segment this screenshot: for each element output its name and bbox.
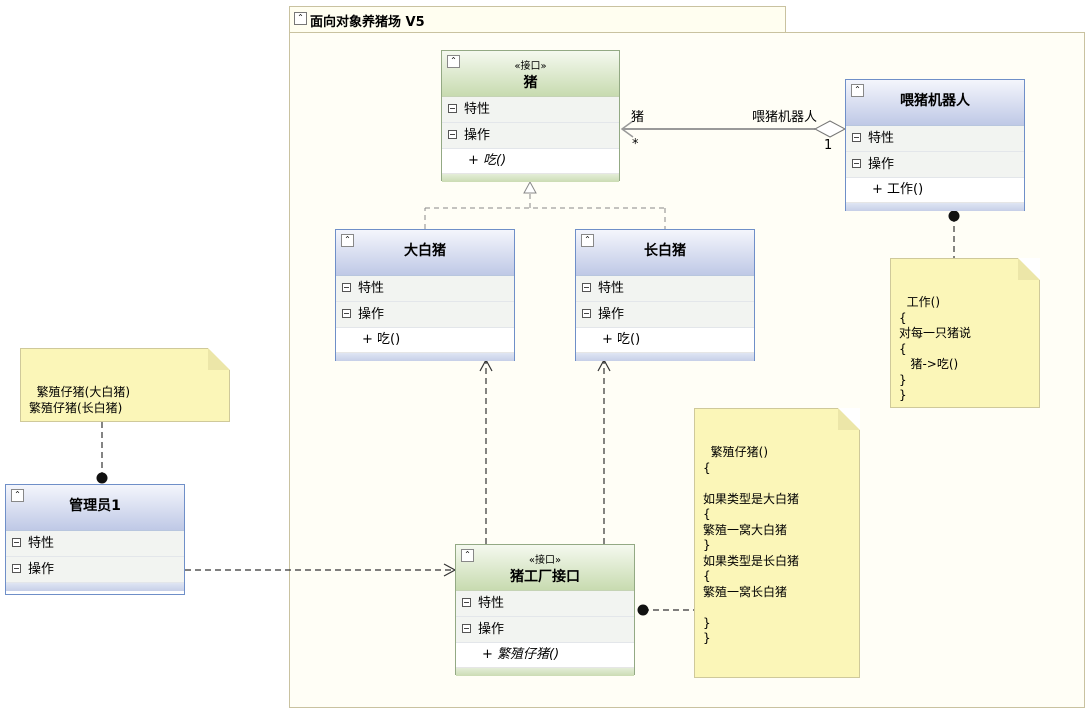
operation[interactable]: + 吃() (336, 328, 514, 353)
operations-section[interactable]: 操作 (576, 302, 754, 328)
operation[interactable]: + 繁殖仔猪() (456, 643, 634, 668)
collapse-toggle-icon[interactable] (342, 309, 351, 318)
class-big-white-pig[interactable]: ⌃ 大白猪 特性 操作 + 吃() (335, 229, 515, 361)
collapse-icon[interactable]: ⌃ (447, 55, 460, 68)
association-target-multiplicity: * (632, 137, 639, 152)
collapse-toggle-icon[interactable] (582, 283, 591, 292)
note-anchor (96, 472, 108, 484)
collapse-toggle-icon[interactable] (12, 538, 21, 547)
operations-section[interactable]: 操作 (846, 152, 1024, 178)
class-long-white-pig[interactable]: ⌃ 长白猪 特性 操作 + 吃() (575, 229, 755, 361)
attributes-section[interactable]: 特性 (576, 276, 754, 302)
collapse-toggle-icon[interactable] (448, 104, 457, 113)
operations-section[interactable]: 操作 (442, 123, 619, 149)
operations-section[interactable]: 操作 (6, 557, 184, 583)
class-name: 猪 (523, 75, 538, 91)
class-header: ⌃ «接口» 猪工厂接口 (456, 545, 634, 591)
class-header: ⌃ «接口» 猪 (442, 51, 619, 97)
class-name: 猪工厂接口 (510, 569, 580, 585)
class-name: 大白猪 (404, 243, 446, 259)
attributes-section[interactable]: 特性 (442, 97, 619, 123)
class-header: ⌃ 喂猪机器人 (846, 80, 1024, 126)
operations-section[interactable]: 操作 (456, 617, 634, 643)
operations-section[interactable]: 操作 (336, 302, 514, 328)
class-pig[interactable]: ⌃ «接口» 猪 特性 操作 + 吃() (441, 50, 620, 182)
class-name: 管理员1 (69, 498, 121, 514)
collapse-icon[interactable]: ⌃ (294, 12, 307, 25)
class-name: 长白猪 (644, 243, 686, 259)
note-robot-work[interactable]: 工作() { 对每一只猪说 { 猪->吃() } } (890, 258, 1040, 408)
stereotype: «接口» (514, 61, 547, 72)
collapse-toggle-icon[interactable] (852, 159, 861, 168)
association-target-role: 猪 (631, 110, 645, 125)
operation[interactable]: + 吃() (442, 149, 619, 174)
stereotype: «接口» (528, 555, 562, 566)
operation[interactable]: + 工作() (846, 178, 1024, 203)
attributes-section[interactable]: 特性 (336, 276, 514, 302)
class-pig-factory[interactable]: ⌃ «接口» 猪工厂接口 特性 操作 + 繁殖仔猪() (455, 544, 635, 676)
collapse-toggle-icon[interactable] (342, 283, 351, 292)
collapse-toggle-icon[interactable] (582, 309, 591, 318)
collapse-icon[interactable]: ⌃ (461, 549, 474, 562)
collapse-toggle-icon[interactable] (462, 598, 471, 607)
package-title: 面向对象养猪场 V5 (310, 15, 425, 30)
collapse-icon[interactable]: ⌃ (11, 489, 24, 502)
attributes-section[interactable]: 特性 (846, 126, 1024, 152)
collapse-icon[interactable]: ⌃ (581, 234, 594, 247)
attributes-section[interactable]: 特性 (456, 591, 634, 617)
class-header: ⌃ 大白猪 (336, 230, 514, 276)
note-manager[interactable]: 繁殖仔猪(大白猪) 繁殖仔猪(长白猪) (20, 348, 230, 422)
class-manager[interactable]: ⌃ 管理员1 特性 操作 (5, 484, 185, 595)
collapse-toggle-icon[interactable] (12, 564, 21, 573)
class-header: ⌃ 管理员1 (6, 485, 184, 531)
association-source-role: 喂猪机器人 (752, 110, 818, 125)
collapse-toggle-icon[interactable] (462, 624, 471, 633)
association-source-multiplicity: 1 (824, 138, 833, 153)
attributes-section[interactable]: 特性 (6, 531, 184, 557)
collapse-icon[interactable]: ⌃ (341, 234, 354, 247)
collapse-toggle-icon[interactable] (448, 130, 457, 139)
class-feeding-robot[interactable]: ⌃ 喂猪机器人 特性 操作 + 工作() (845, 79, 1025, 211)
package-tab: ⌃ 面向对象养猪场 V5 (289, 6, 786, 32)
note-factory-breed[interactable]: 繁殖仔猪() { 如果类型是大白猪 { 繁殖一窝大白猪 } 如果类型是长白猪 {… (694, 408, 860, 678)
operation[interactable]: + 吃() (576, 328, 754, 353)
collapse-icon[interactable]: ⌃ (851, 84, 864, 97)
class-name: 喂猪机器人 (900, 93, 970, 109)
collapse-toggle-icon[interactable] (852, 133, 861, 142)
class-header: ⌃ 长白猪 (576, 230, 754, 276)
